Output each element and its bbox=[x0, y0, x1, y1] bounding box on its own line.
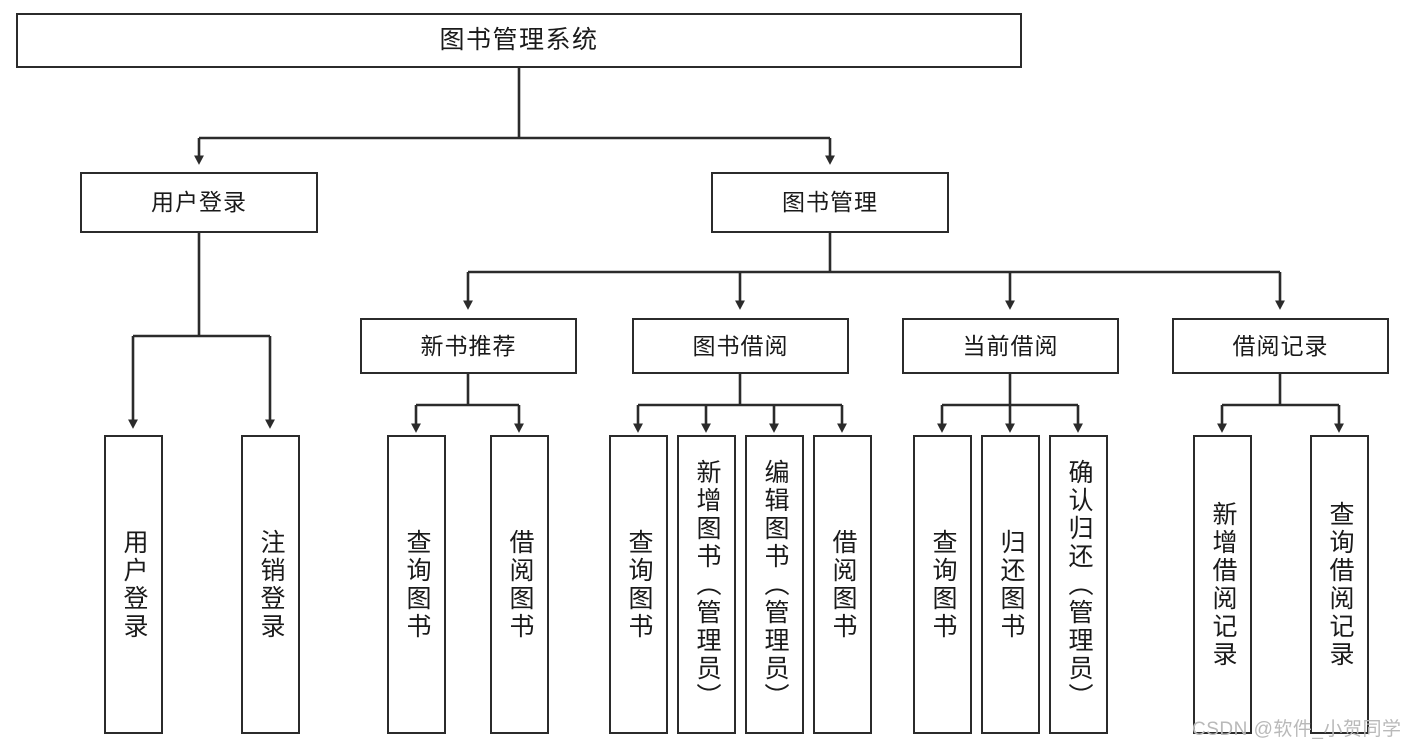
edge-book-manage-to-level3 bbox=[463, 233, 1285, 310]
node-leaf-query-book-borrow[interactable]: 查询图书 bbox=[609, 435, 668, 734]
node-leaf-edit-book-admin[interactable]: 编辑图书（管理员） bbox=[745, 435, 804, 734]
node-label: 注销登录 bbox=[257, 528, 285, 641]
node-book-borrow[interactable]: 图书借阅 bbox=[632, 318, 849, 374]
node-label: 新书推荐 bbox=[420, 332, 517, 359]
node-label: 新增图书（管理员） bbox=[693, 458, 721, 711]
node-leaf-add-book-admin[interactable]: 新增图书（管理员） bbox=[677, 435, 736, 734]
node-label: 图书管理系统 bbox=[439, 26, 599, 55]
node-leaf-query-book-recommend[interactable]: 查询图书 bbox=[387, 435, 446, 734]
node-label: 编辑图书（管理员） bbox=[761, 458, 789, 711]
node-label: 查询图书 bbox=[625, 528, 653, 641]
node-new-book-recommend[interactable]: 新书推荐 bbox=[360, 318, 577, 374]
node-label: 确认归还（管理员） bbox=[1065, 458, 1093, 711]
edge-book-borrow-to-leaves bbox=[633, 374, 847, 433]
node-label: 用户登录 bbox=[120, 528, 148, 641]
node-label: 归还图书 bbox=[997, 528, 1025, 641]
node-leaf-borrow-book-recommend[interactable]: 借阅图书 bbox=[490, 435, 549, 734]
node-label: 查询借阅记录 bbox=[1326, 500, 1354, 669]
node-leaf-query-borrow-record[interactable]: 查询借阅记录 bbox=[1310, 435, 1369, 734]
node-root-book-management-system[interactable]: 图书管理系统 bbox=[16, 13, 1022, 68]
node-label: 新增借阅记录 bbox=[1209, 500, 1237, 669]
node-leaf-return-book[interactable]: 归还图书 bbox=[981, 435, 1040, 734]
node-label: 借阅记录 bbox=[1232, 332, 1329, 359]
node-leaf-query-book-current[interactable]: 查询图书 bbox=[913, 435, 972, 734]
node-label: 查询图书 bbox=[929, 528, 957, 641]
node-label: 借阅图书 bbox=[506, 528, 534, 641]
edge-root-to-level2 bbox=[194, 68, 835, 165]
node-book-management[interactable]: 图书管理 bbox=[711, 172, 949, 233]
edge-current-borrow-to-leaves bbox=[937, 374, 1083, 433]
node-borrow-record[interactable]: 借阅记录 bbox=[1172, 318, 1389, 374]
node-user-login[interactable]: 用户登录 bbox=[80, 172, 318, 233]
node-leaf-borrow-book[interactable]: 借阅图书 bbox=[813, 435, 872, 734]
node-label: 当前借阅 bbox=[962, 332, 1059, 359]
node-leaf-add-borrow-record[interactable]: 新增借阅记录 bbox=[1193, 435, 1252, 734]
node-label: 用户登录 bbox=[151, 189, 247, 216]
edge-new-book-recommend-to-leaves bbox=[411, 374, 524, 433]
node-label: 查询图书 bbox=[403, 528, 431, 641]
watermark-text: CSDN @软件_小贺同学 bbox=[1192, 719, 1402, 740]
node-leaf-logout-login[interactable]: 注销登录 bbox=[241, 435, 300, 734]
node-label: 借阅图书 bbox=[829, 528, 857, 641]
node-label: 图书借阅 bbox=[692, 332, 789, 359]
node-current-borrow[interactable]: 当前借阅 bbox=[902, 318, 1119, 374]
edge-borrow-record-to-leaves bbox=[1217, 374, 1344, 433]
node-label: 图书管理 bbox=[782, 189, 878, 216]
node-leaf-confirm-return-admin[interactable]: 确认归还（管理员） bbox=[1049, 435, 1108, 734]
node-leaf-user-login[interactable]: 用户登录 bbox=[104, 435, 163, 734]
edge-user-login-to-leaves bbox=[128, 233, 275, 429]
